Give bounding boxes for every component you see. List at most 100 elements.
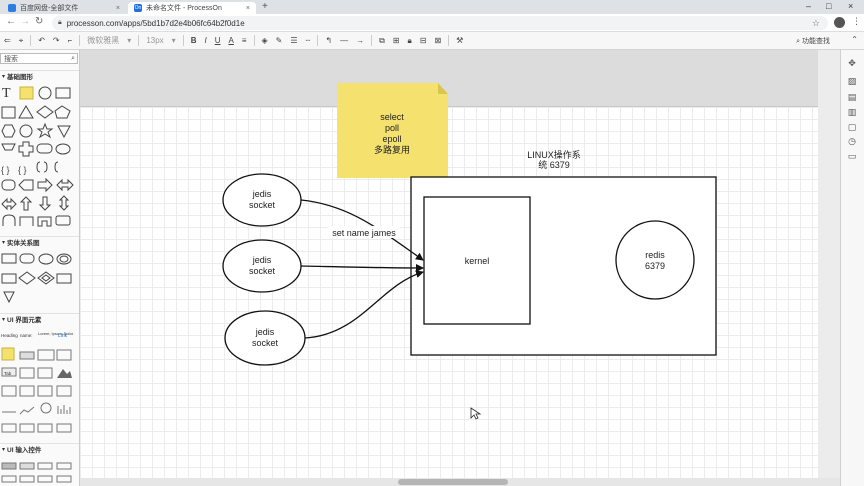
- client-1-line-2: socket: [249, 200, 276, 210]
- client-2-line-1: jedis: [252, 255, 272, 265]
- browser-tab-baidu[interactable]: 百度网盘-全部文件 ×: [2, 2, 126, 14]
- align-icon[interactable]: ⊞: [392, 36, 400, 45]
- sticky-line-4: 多路复用: [374, 144, 410, 155]
- client-1-line-1: jedis: [252, 189, 272, 199]
- ui-elements-grid[interactable]: Heading name: Lorem, Ipsum Dolor Link: [0, 328, 79, 446]
- close-tab-icon[interactable]: ×: [245, 4, 250, 12]
- group-icon[interactable]: ⊟: [419, 36, 427, 45]
- kernel-label: kernel: [465, 256, 490, 266]
- connector-client-3[interactable]: [304, 270, 424, 339]
- url-input[interactable]: 🔒︎ processon.com/apps/5bd1b7d2e4b06fc64b…: [52, 16, 828, 30]
- undo-icon[interactable]: ↶: [38, 36, 45, 45]
- redis-port-label: 6379: [645, 261, 665, 271]
- category-ui-input-controls[interactable]: ▾ UI 输入控件: [0, 443, 79, 454]
- bold-button[interactable]: B: [190, 36, 197, 45]
- history-icon[interactable]: ◷: [848, 136, 856, 146]
- underline-button[interactable]: U: [214, 36, 221, 45]
- close-tab-icon[interactable]: ×: [115, 4, 120, 12]
- back-icon[interactable]: ⇐: [4, 36, 11, 45]
- chevron-down-icon: ▾: [2, 239, 6, 246]
- tab-title: 百度网盘-全部文件: [20, 5, 79, 12]
- connector-client-1[interactable]: [300, 199, 424, 261]
- er-shapes-grid[interactable]: [0, 250, 79, 310]
- category-basic-shapes[interactable]: ▾ 基础图形: [0, 70, 79, 81]
- chevron-down-icon: ▾: [2, 316, 6, 323]
- ui-input-grid[interactable]: [0, 458, 79, 486]
- redis-node[interactable]: [615, 220, 695, 300]
- shape-style-icon[interactable]: ▨: [847, 76, 857, 86]
- toolbar-divider: [371, 35, 373, 46]
- minimize-window-button[interactable]: –: [806, 1, 812, 11]
- function-search-button[interactable]: ⌕功能查找: [796, 36, 830, 46]
- navigator-icon[interactable]: ✥: [848, 58, 856, 68]
- category-label: 实体关系图: [7, 240, 40, 247]
- format-painter-icon[interactable]: ⌖: [18, 35, 24, 45]
- collapse-toolbar-icon[interactable]: ⌃: [851, 35, 858, 44]
- ui-link-sample: Link: [58, 333, 68, 339]
- reload-icon[interactable]: ↻: [35, 16, 44, 27]
- kernel-box[interactable]: [423, 196, 531, 325]
- back-arrow-icon[interactable]: ←: [6, 16, 16, 27]
- bookmark-star-icon[interactable]: ☆: [811, 17, 820, 28]
- sticky-line-2: poll: [385, 123, 399, 133]
- lock-shape-icon[interactable]: 🔒︎: [407, 35, 412, 45]
- client-3-line-2: socket: [252, 338, 279, 348]
- linux-os-title[interactable]: LINUX操作系: [527, 149, 581, 160]
- dropdown-chevron-icon: ▾: [171, 36, 176, 45]
- linux-os-port[interactable]: 统 6379: [538, 159, 570, 170]
- search-placeholder: 搜索: [4, 55, 18, 63]
- toolbar-divider: [182, 35, 184, 46]
- line-start-icon[interactable]: —: [340, 36, 349, 45]
- data-icon[interactable]: ▥: [847, 107, 857, 117]
- attachment-icon[interactable]: ▢: [847, 122, 857, 132]
- connector-client-2[interactable]: [300, 263, 424, 272]
- forward-arrow-icon[interactable]: →: [20, 16, 30, 27]
- close-window-button[interactable]: ×: [848, 1, 854, 11]
- sticky-note[interactable]: select poll epoll 多路复用: [337, 83, 448, 178]
- toolbar-divider: [317, 35, 319, 46]
- profile-avatar-icon[interactable]: [834, 17, 845, 28]
- svg-text:T: T: [2, 86, 11, 101]
- scrollbar-thumb[interactable]: [398, 479, 508, 485]
- basic-shapes-grid[interactable]: T { } { }: [0, 84, 79, 284]
- horizontal-scrollbar[interactable]: [80, 478, 840, 486]
- client-3-line-1: jedis: [255, 327, 275, 337]
- category-er-diagram[interactable]: ▾ 实体关系图: [0, 236, 79, 247]
- maximize-window-button[interactable]: □: [826, 1, 832, 11]
- redo-icon[interactable]: ↷: [52, 36, 60, 45]
- line-width-icon[interactable]: ☰: [290, 36, 298, 45]
- shape-search-input[interactable]: 搜索 ⌕: [0, 53, 78, 64]
- ui-heading-sample: Heading: [1, 333, 18, 338]
- connector-type-icon[interactable]: ↰: [325, 36, 333, 45]
- canvas-area[interactable]: select poll epoll 多路复用 LINUX操作系 统 6379 k…: [80, 50, 818, 486]
- edge-label[interactable]: set name james: [332, 228, 396, 238]
- italic-button[interactable]: I: [204, 36, 207, 45]
- toolbar-divider: [138, 35, 140, 46]
- new-tab-button[interactable]: +: [262, 1, 268, 12]
- page-style-icon[interactable]: ▤: [847, 92, 857, 102]
- category-ui-elements[interactable]: ▾ UI 界面元素: [0, 313, 79, 324]
- font-family-select[interactable]: 微软雅黑: [87, 36, 120, 45]
- arrange-icon[interactable]: ⧉: [379, 35, 385, 45]
- font-size-select[interactable]: 13px: [146, 36, 164, 45]
- paint-format-icon[interactable]: ⌐: [67, 36, 73, 45]
- line-style-icon[interactable]: ┄: [305, 36, 311, 45]
- chevron-down-icon: ▾: [2, 446, 6, 453]
- fill-color-icon[interactable]: ◈: [261, 36, 268, 45]
- svg-text:{ }: { }: [18, 165, 27, 175]
- toolbar-divider: [30, 35, 32, 46]
- browser-menu-icon[interactable]: ⋮: [852, 16, 861, 26]
- line-color-icon[interactable]: ✎: [275, 36, 283, 45]
- font-color-button[interactable]: A: [228, 36, 234, 45]
- browser-tab-processon[interactable]: On 未命名文件 - ProcessOn ×: [128, 2, 256, 14]
- text-align-icon[interactable]: ≡: [241, 36, 247, 45]
- comment-icon[interactable]: ▭: [847, 151, 857, 161]
- category-label: UI 输入控件: [7, 447, 42, 454]
- ungroup-icon[interactable]: ⊠: [434, 36, 442, 45]
- ui-name-sample: name:: [20, 333, 33, 338]
- tab-title: 未命名文件 - ProcessOn: [146, 5, 222, 12]
- style-tool-icon[interactable]: ⚒: [456, 36, 464, 45]
- category-label: 基础图形: [7, 74, 34, 81]
- line-end-arrow-icon[interactable]: →: [356, 36, 365, 45]
- processon-favicon-icon: On: [134, 4, 142, 12]
